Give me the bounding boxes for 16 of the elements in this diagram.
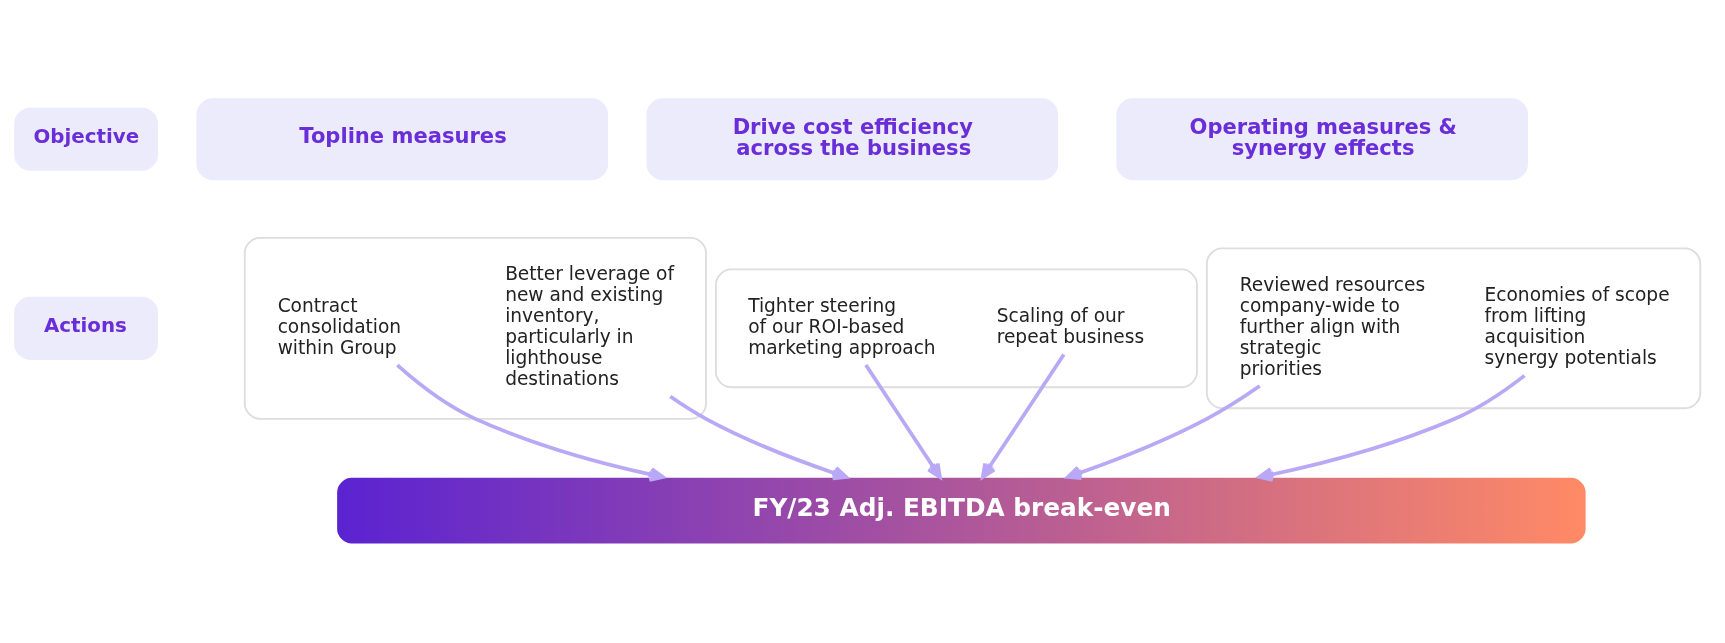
node-text: Economies of scope from lifting acquisition synergy potentials	[1484, 284, 1670, 369]
node-text: Reviewed resources company-wide to further align with strategic priorities	[1239, 273, 1426, 379]
arrow	[1066, 384, 1261, 480]
arrow	[396, 363, 665, 482]
cluster	[1205, 247, 1702, 410]
arrow	[1257, 374, 1526, 482]
node-box: FY/23 Adj. EBITDA break-even	[335, 476, 1587, 545]
arrow	[980, 353, 1066, 479]
node-text: Better leverage of new and existing inventory, particularly in lighthouse destinations	[505, 262, 674, 390]
node-text: Contract consolidation within Group	[277, 294, 402, 358]
arrow	[864, 364, 942, 479]
arrow	[669, 395, 849, 481]
node-text: Tighter steering of our ROI-based marketing approach	[748, 294, 936, 358]
cluster	[714, 268, 1198, 389]
node-text: Scaling of our repeat business	[996, 305, 1145, 348]
cluster	[243, 236, 707, 420]
